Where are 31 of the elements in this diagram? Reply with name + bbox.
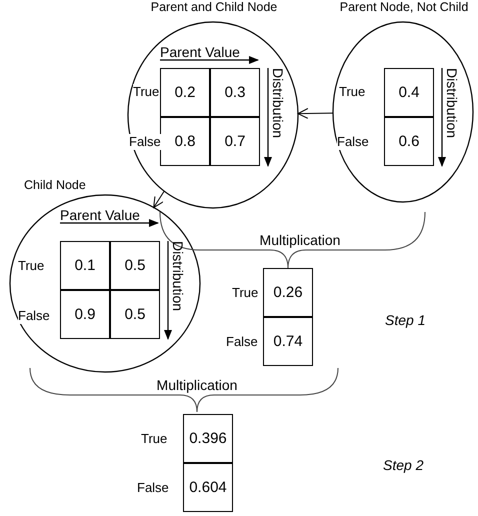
step-label: Step 2 [383, 457, 424, 473]
table-cell: 0.5 [110, 290, 160, 339]
axis-label: Distribution [270, 68, 285, 140]
table-cell: 0.4 [384, 68, 434, 117]
node-title: Child Node [24, 178, 86, 192]
row-label: False [129, 134, 161, 150]
axis-label: Parent Value [160, 44, 240, 60]
table-cell: 0.3 [210, 68, 260, 117]
axis-label: Distribution [170, 241, 185, 314]
row-label: False [18, 308, 50, 324]
node-title: Parent Node, Not Child [340, 0, 468, 14]
arrow [153, 190, 165, 208]
row-label: False [337, 134, 369, 150]
table-cell: 0.7 [210, 117, 260, 166]
operation-label: Multiplication [258, 232, 342, 248]
axis-label: Parent Value [60, 207, 140, 223]
table-cell: 0.6 [384, 117, 434, 166]
table-cell: 0.1 [60, 241, 110, 290]
table-cell: 0.604 [183, 463, 233, 512]
node-title: Parent and Child Node [150, 0, 278, 14]
table-cell: 0.8 [160, 117, 210, 166]
table-cell: 0.9 [60, 290, 110, 339]
table-cell: 0.74 [263, 317, 313, 366]
table-cell: 0.2 [160, 68, 210, 117]
table-cell: 0.396 [183, 414, 233, 463]
arrow [298, 108, 334, 119]
operation-label: Multiplication [154, 377, 240, 393]
table-cell: 0.5 [110, 241, 160, 290]
step-label: Step 1 [385, 312, 426, 328]
table-cell: 0.26 [263, 268, 313, 317]
axis-label: Distribution [444, 68, 459, 140]
